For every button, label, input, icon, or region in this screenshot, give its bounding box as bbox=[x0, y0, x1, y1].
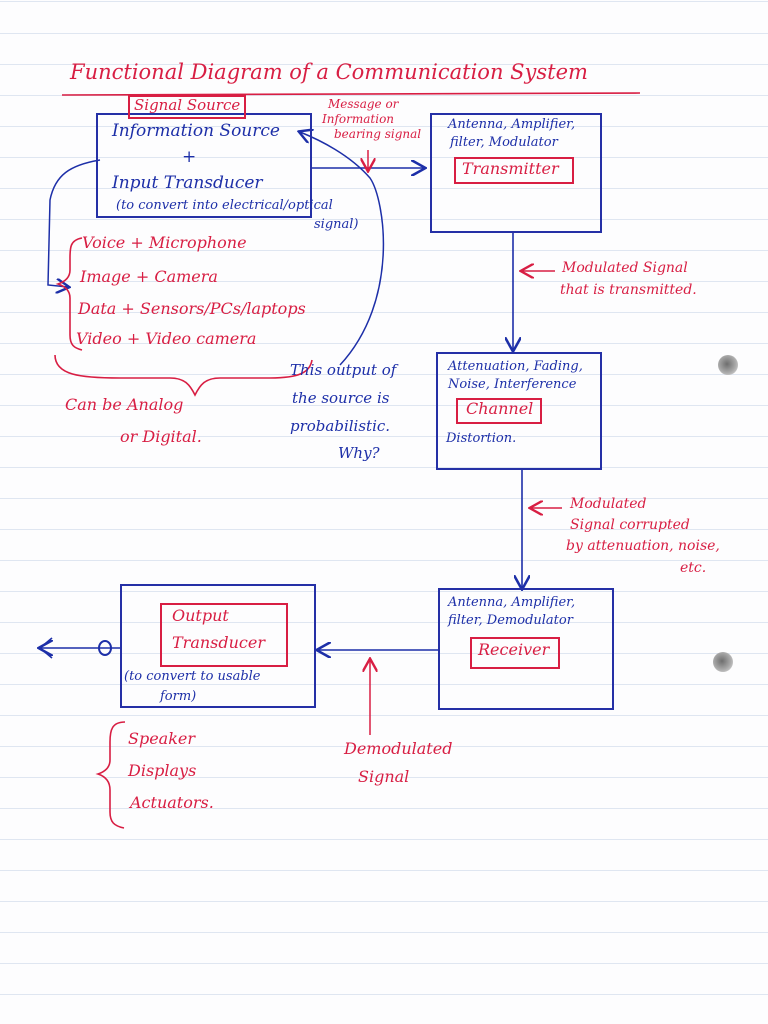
transmitter-sub-2: filter, Modulator bbox=[450, 135, 558, 150]
examples-brace bbox=[55, 237, 83, 351]
channel-label-box bbox=[456, 398, 542, 424]
demodulated-note-1: Demodulated bbox=[344, 739, 453, 758]
output-note-1: (to convert to usable bbox=[124, 669, 261, 684]
examples-link bbox=[47, 159, 101, 287]
analog-note-1: Can be Analog bbox=[65, 395, 184, 414]
information-source-label: Information Source bbox=[112, 121, 280, 141]
receiver-label: Receiver bbox=[478, 640, 550, 659]
output-actuators: Actuators. bbox=[130, 793, 214, 812]
signal-source-tag-box bbox=[128, 95, 246, 119]
message-note-2: Information bbox=[322, 112, 395, 126]
modulated-note-1: Modulated Signal bbox=[562, 260, 688, 276]
probabilistic-pointer bbox=[300, 132, 385, 366]
receiver-sub-2: filter, Demodulator bbox=[448, 613, 573, 628]
plus-sign: + bbox=[182, 147, 197, 167]
corrupted-note-2: Signal corrupted bbox=[570, 517, 690, 533]
message-note-1: Message or bbox=[328, 97, 399, 111]
corrupted-note-1: Modulated bbox=[570, 496, 647, 512]
output-speaker: Speaker bbox=[128, 729, 196, 748]
output-note-2: form) bbox=[160, 689, 197, 704]
receiver-box bbox=[438, 588, 614, 710]
channel-sub-1: Attenuation, Fading, bbox=[448, 359, 583, 374]
receiver-label-box bbox=[470, 637, 560, 669]
input-transducer-label: Input Transducer bbox=[112, 173, 263, 193]
output-box bbox=[120, 584, 316, 708]
prob-note-2: the source is bbox=[292, 389, 390, 407]
source-note-1: (to convert into electrical/optical bbox=[116, 198, 333, 213]
corrupted-note-3: by attenuation, noise, bbox=[566, 538, 720, 554]
message-note-3: bearing signal bbox=[334, 127, 422, 141]
transmitter-box bbox=[430, 113, 602, 233]
prob-note-1: This output of bbox=[290, 361, 397, 379]
analog-brace bbox=[54, 354, 313, 397]
output-displays: Displays bbox=[128, 761, 197, 780]
signal-source-tag: Signal Source bbox=[134, 96, 241, 114]
outputs-brace bbox=[95, 721, 126, 829]
transmitter-label-box bbox=[454, 157, 574, 184]
modulated-note-2: that is transmitted. bbox=[560, 282, 697, 298]
output-label-box bbox=[160, 603, 288, 667]
punch-hole bbox=[713, 652, 733, 672]
prob-note-4: Why? bbox=[338, 444, 380, 462]
example-voice: Voice + Microphone bbox=[82, 233, 247, 252]
channel-box bbox=[436, 352, 602, 470]
transmitter-label: Transmitter bbox=[462, 159, 559, 178]
corrupted-note-4: etc. bbox=[680, 560, 707, 576]
transmitter-sub-1: Antenna, Amplifier, bbox=[448, 117, 576, 132]
analog-note-2: or Digital. bbox=[120, 427, 202, 446]
source-box bbox=[96, 113, 312, 218]
channel-sub-3: Distortion. bbox=[446, 431, 517, 446]
channel-label: Channel bbox=[466, 399, 534, 418]
title-underline bbox=[61, 92, 641, 96]
output-node bbox=[98, 640, 112, 656]
output-label-2: Transducer bbox=[172, 633, 265, 652]
output-label-1: Output bbox=[172, 606, 229, 625]
example-data: Data + Sensors/PCs/laptops bbox=[78, 299, 306, 318]
prob-note-3: probabilistic. bbox=[290, 417, 391, 435]
receiver-sub-1: Antenna, Amplifier, bbox=[448, 595, 576, 610]
page-title: Functional Diagram of a Communication Sy… bbox=[70, 60, 588, 84]
example-video: Video + Video camera bbox=[76, 329, 257, 348]
source-note-2: signal) bbox=[314, 217, 359, 232]
channel-sub-2: Noise, Interference bbox=[448, 377, 577, 392]
demodulated-note-2: Signal bbox=[358, 767, 410, 786]
example-image: Image + Camera bbox=[80, 267, 218, 286]
punch-hole bbox=[718, 355, 738, 375]
